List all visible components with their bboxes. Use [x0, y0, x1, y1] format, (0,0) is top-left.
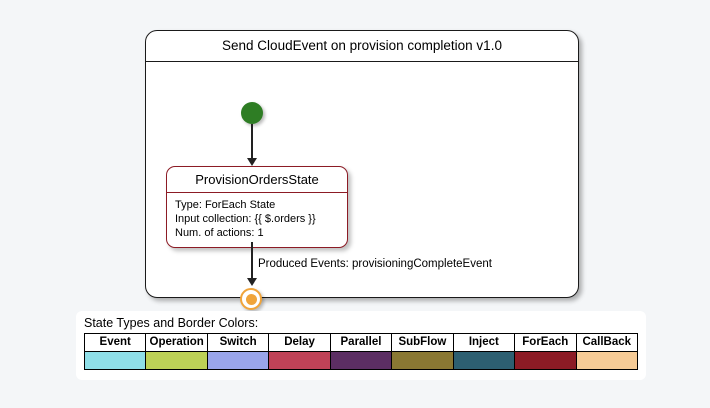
legend-swatch-delay — [268, 351, 331, 370]
legend-label-event: Event — [83, 333, 147, 352]
state-node-title: ProvisionOrdersState — [167, 167, 347, 193]
legend-label-operation: Operation — [145, 333, 208, 352]
state-node-details: Type: ForEach State Input collection: {{… — [167, 193, 347, 247]
state-node-provisionordersstate[interactable]: ProvisionOrdersState Type: ForEach State… — [166, 166, 348, 248]
workflow-title: Send CloudEvent on provision completion … — [146, 31, 578, 62]
legend-label-callback: CallBack — [575, 333, 638, 352]
transition-label: Produced Events: provisioningCompleteEve… — [258, 258, 492, 270]
legend-swatch-operation — [145, 351, 208, 370]
legend-label-switch: Switch — [206, 333, 270, 352]
legend-caption: State Types and Border Colors: — [84, 316, 259, 330]
end-node[interactable] — [240, 288, 262, 310]
legend-label-parallel: Parallel — [329, 333, 393, 352]
legend-swatch-callback — [575, 351, 638, 370]
state-detail-type: Type: ForEach State — [175, 199, 276, 211]
legend-label-foreach: ForEach — [514, 333, 577, 352]
legend-swatch-row — [83, 351, 638, 370]
arrowhead-icon — [246, 158, 257, 166]
arrowhead-icon — [246, 278, 257, 286]
edge-state-to-end — [251, 242, 253, 282]
legend-swatch-subflow — [391, 351, 454, 370]
edge-start-to-state — [251, 124, 253, 161]
workflow-canvas: Send CloudEvent on provision completion … — [145, 30, 579, 310]
workflow-body: ProvisionOrdersState Type: ForEach State… — [146, 62, 578, 310]
legend-label-inject: Inject — [452, 333, 516, 352]
end-node-inner-circle — [245, 293, 257, 305]
legend-swatch-foreach — [514, 351, 577, 370]
legend-label-subflow: SubFlow — [391, 333, 454, 352]
legend-label-delay: Delay — [268, 333, 331, 352]
state-detail-input-collection: Input collection: {{ $.orders }} — [175, 213, 316, 225]
legend-swatch-parallel — [329, 351, 393, 370]
state-detail-num-actions: Num. of actions: 1 — [175, 227, 264, 239]
start-node[interactable] — [241, 102, 263, 124]
legend-swatch-event — [83, 351, 147, 370]
legend-swatch-inject — [452, 351, 516, 370]
legend-swatch-switch — [206, 351, 270, 370]
